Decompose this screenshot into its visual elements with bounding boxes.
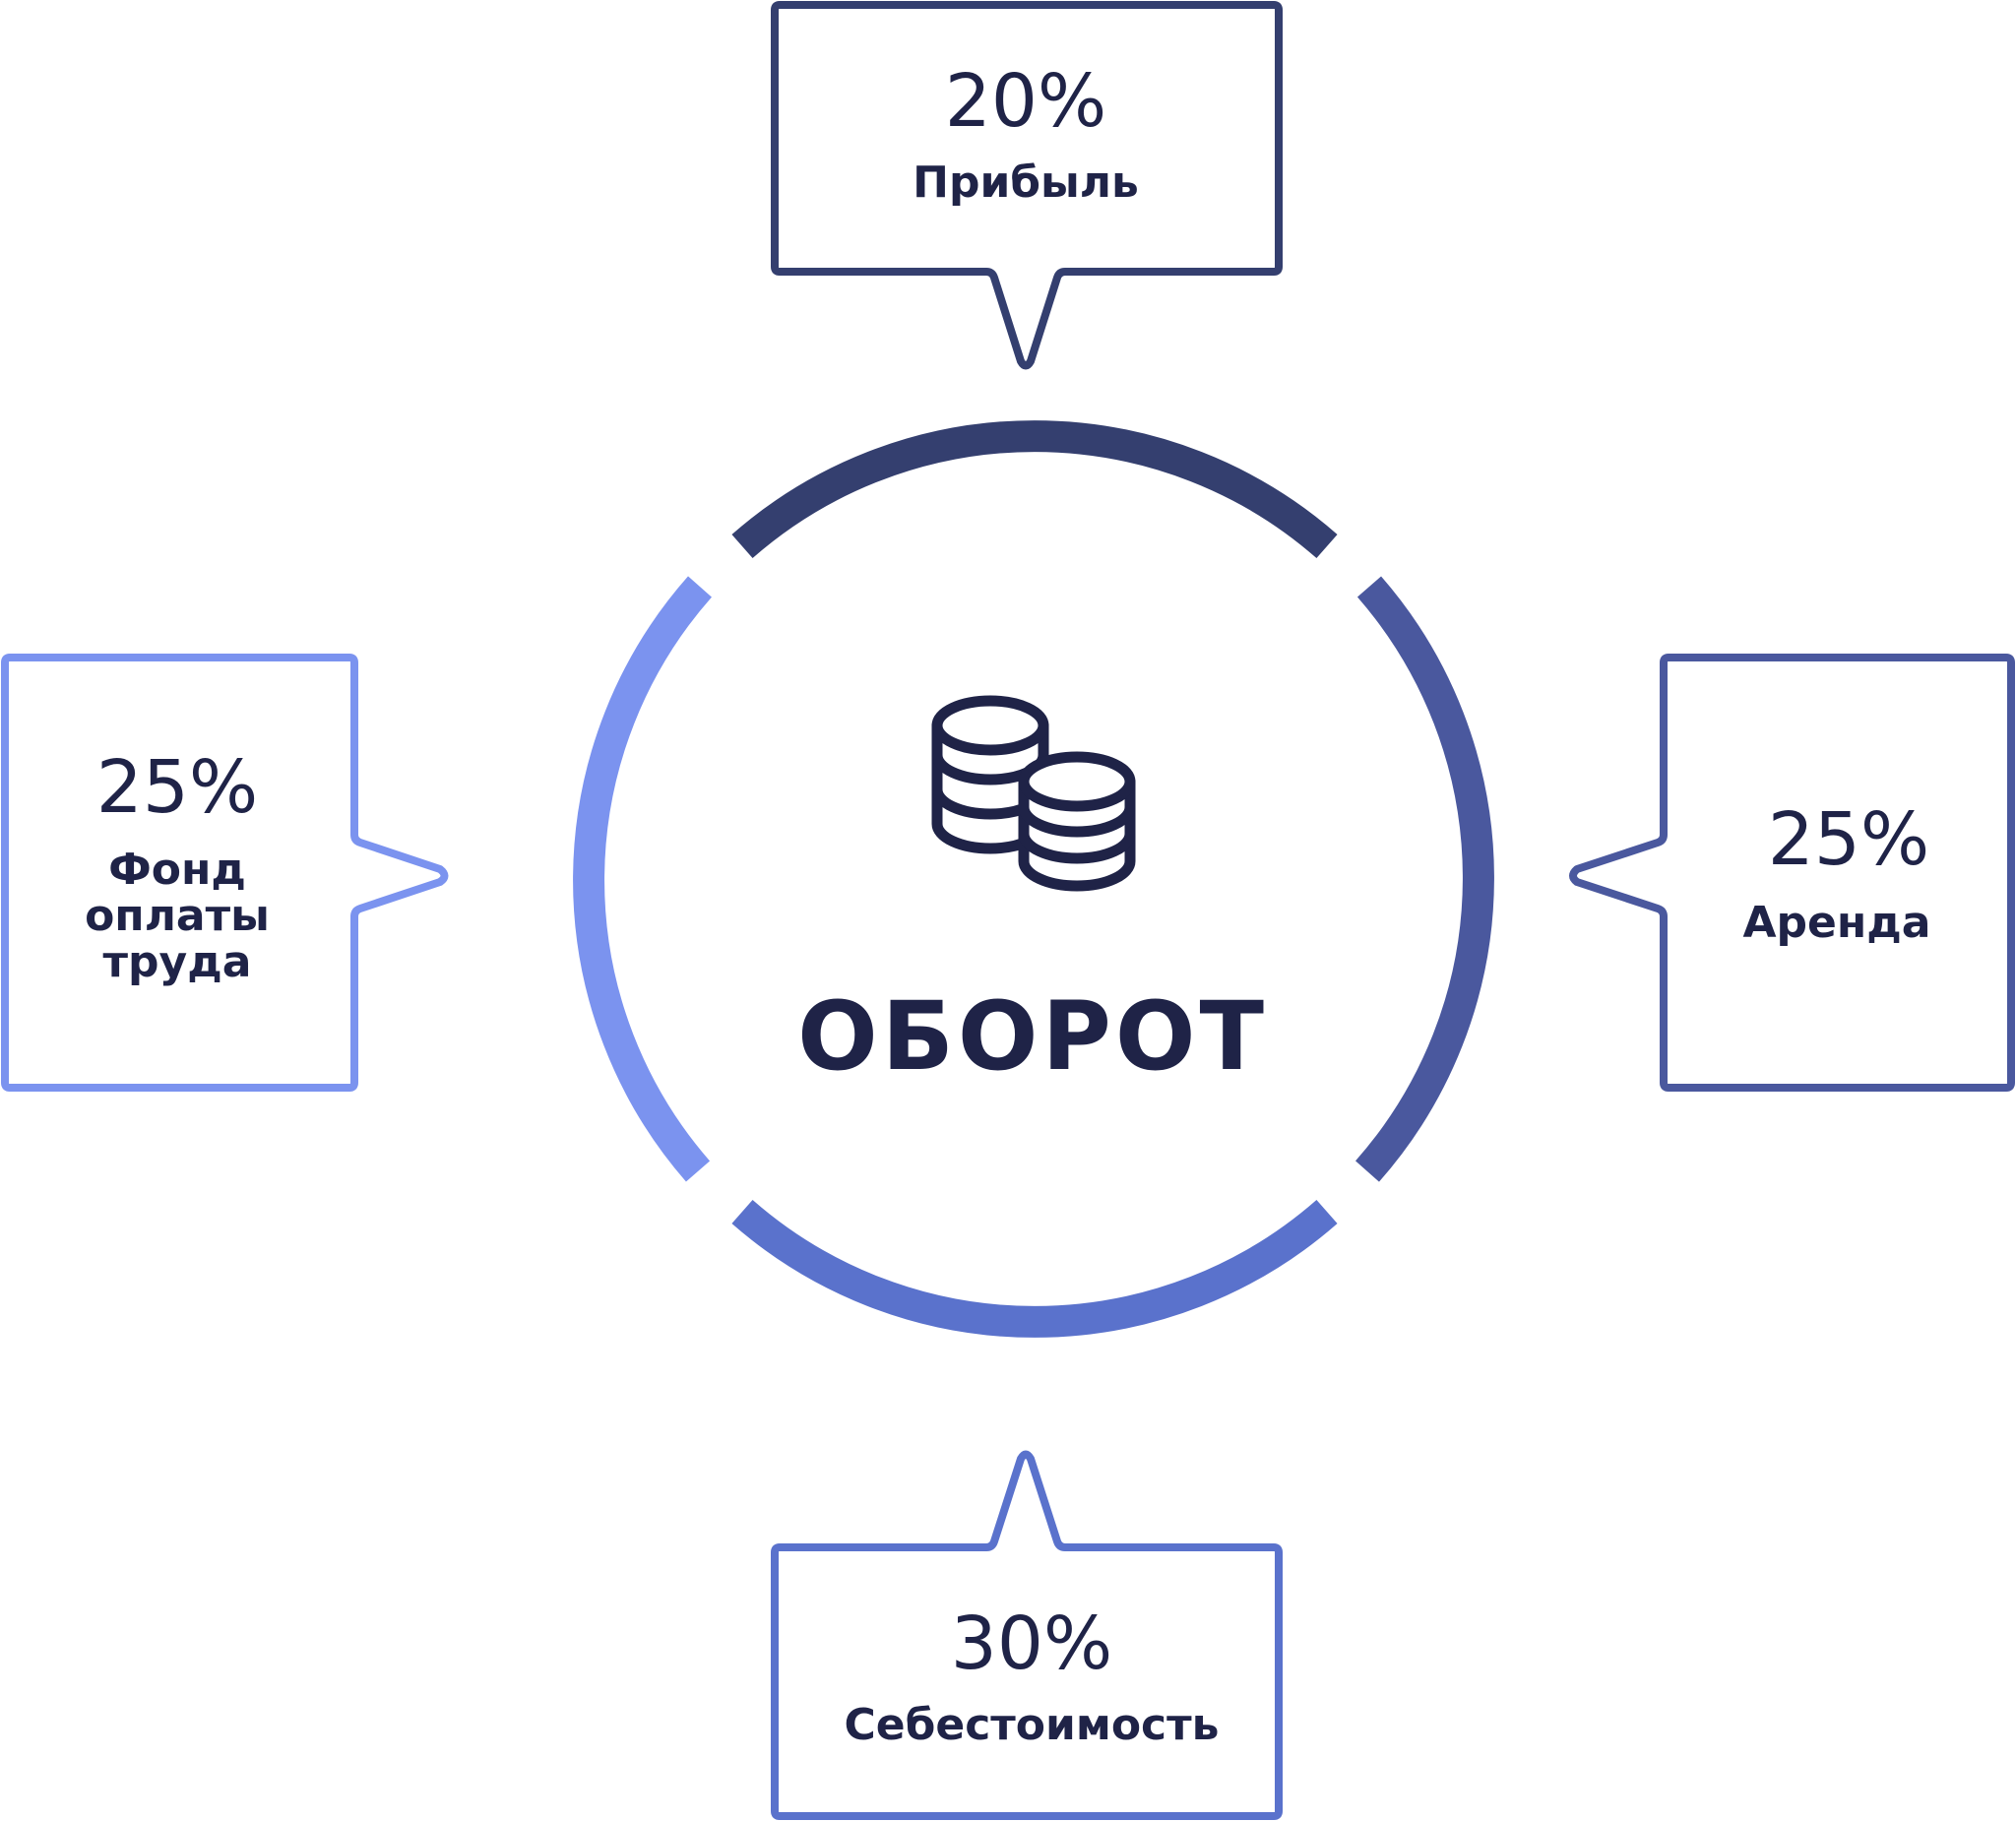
- ring-arc-profit: [731, 420, 1338, 559]
- rent-percent: 25%: [1768, 797, 1929, 882]
- payroll-label-line-2: оплаты: [85, 891, 270, 941]
- payroll-label-line-3: труда: [103, 937, 252, 987]
- coins-stack-icon: [931, 695, 1136, 892]
- rent-label: Аренда: [1742, 898, 1930, 948]
- profit-label: Прибыль: [913, 157, 1139, 208]
- center-title: ОБОРОТ: [797, 981, 1268, 1092]
- cost-percent: 30%: [951, 1601, 1112, 1686]
- profit-percent: 20%: [945, 59, 1106, 144]
- payroll-label-line-1: Фонд: [108, 845, 246, 895]
- ring-arc-cost: [731, 1199, 1338, 1338]
- ring-arc-rent: [1355, 576, 1494, 1182]
- payroll-percent: 25%: [96, 745, 258, 830]
- callout-rent-box: [1569, 654, 2015, 1092]
- callout-cost-box: [771, 1450, 1283, 1820]
- callout-payroll-box: [1, 654, 449, 1092]
- ring-arc-payroll: [573, 576, 712, 1182]
- callout-profit-box: [771, 1, 1283, 370]
- cost-label: Себестоимость: [845, 1700, 1220, 1750]
